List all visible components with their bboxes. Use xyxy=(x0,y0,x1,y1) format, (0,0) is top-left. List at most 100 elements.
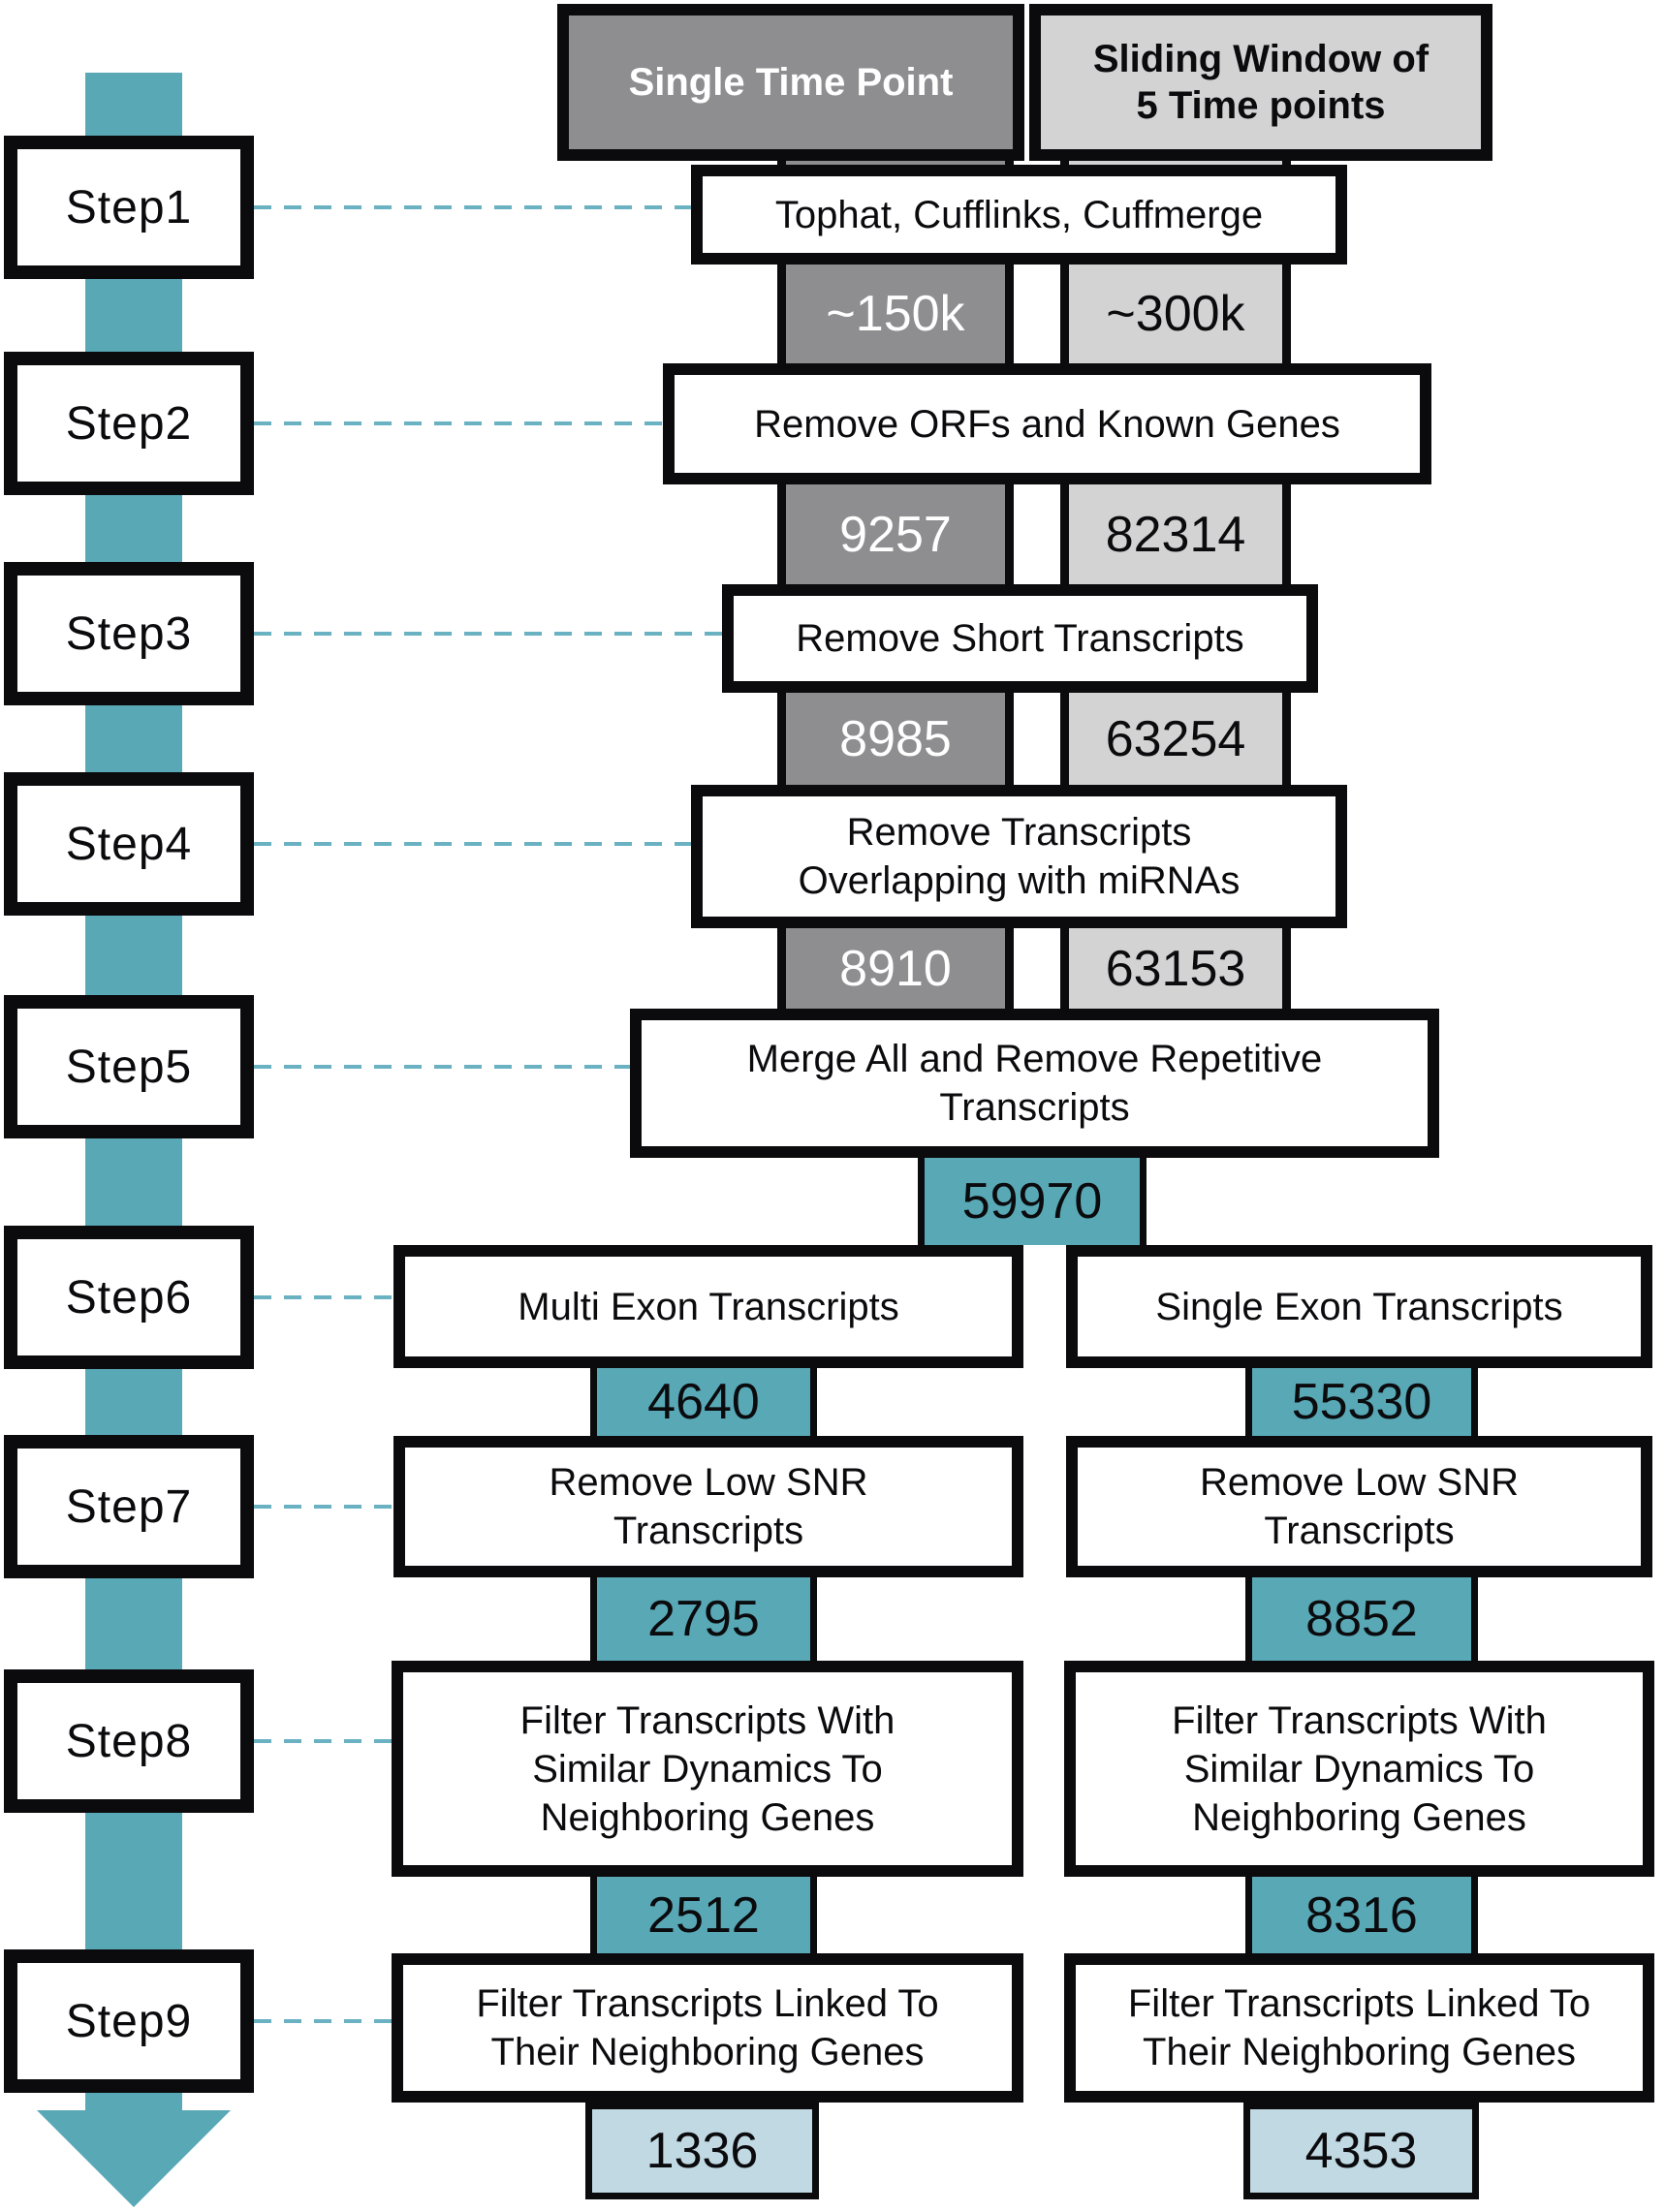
branch-box-multi-similar-dynamics: Filter Transcripts With Similar Dynamics… xyxy=(392,1661,1023,1877)
step-label-text: Step4 xyxy=(65,818,193,870)
count-multi-after-step7: 2795 xyxy=(590,1577,817,1661)
count-value: 8910 xyxy=(839,940,952,997)
step-label-6: Step6 xyxy=(4,1226,254,1369)
header-text: Single Time Point xyxy=(628,61,954,104)
stage-text: Filter Transcripts Linked To xyxy=(476,1982,939,2025)
step-arrow-head-icon xyxy=(37,2110,231,2207)
count-value: 9257 xyxy=(839,506,952,563)
count-single-after-step7: 8852 xyxy=(1245,1577,1478,1661)
count-merged-after-step5: 59970 xyxy=(918,1158,1147,1245)
header-text: 5 Time points xyxy=(1136,84,1386,127)
branch-box-multi-low-snr: Remove Low SNR Transcripts xyxy=(393,1436,1023,1577)
stage-box-remove-orfs-known-genes: Remove ORFs and Known Genes xyxy=(663,363,1431,484)
count-value: 8316 xyxy=(1305,1886,1418,1944)
stage-text: Transcripts xyxy=(939,1086,1130,1129)
count-value: 63153 xyxy=(1105,940,1246,997)
stage-text: Remove Low SNR xyxy=(549,1461,868,1504)
dashed-connector-step6 xyxy=(254,1295,393,1299)
stage-text: Filter Transcripts Linked To xyxy=(1127,1982,1591,2025)
count-value: 2795 xyxy=(647,1591,760,1647)
branch-box-single-linked-genes: Filter Transcripts Linked To Their Neigh… xyxy=(1064,1953,1654,2103)
dashed-connector-step3 xyxy=(254,632,722,636)
stage-text: Similar Dynamics To xyxy=(532,1747,883,1791)
stage-text: Neighboring Genes xyxy=(1192,1795,1526,1839)
count-multi-after-step8: 2512 xyxy=(590,1877,817,1953)
count-single-after-step4: 8910 xyxy=(777,928,1014,1009)
stage-text: Remove ORFs and Known Genes xyxy=(754,402,1340,446)
stage-text: Multi Exon Transcripts xyxy=(518,1285,899,1328)
step-label-text: Step9 xyxy=(65,1995,193,2047)
final-count-multi: 1336 xyxy=(585,2103,819,2199)
stage-text: Remove Short Transcripts xyxy=(796,617,1244,660)
step-label-3: Step3 xyxy=(4,562,254,705)
count-multi-after-step6: 4640 xyxy=(590,1368,817,1436)
dashed-connector-step4 xyxy=(254,842,691,846)
branch-box-multi-exon: Multi Exon Transcripts xyxy=(393,1245,1023,1368)
step-label-5: Step5 xyxy=(4,995,254,1138)
stage-box-remove-mirna-overlap: Remove Transcripts Overlapping with miRN… xyxy=(691,785,1347,928)
count-value: 8852 xyxy=(1305,1591,1418,1647)
count-sliding-after-step4: 63153 xyxy=(1060,928,1291,1009)
branch-box-single-similar-dynamics: Filter Transcripts With Similar Dynamics… xyxy=(1064,1661,1654,1877)
count-single-after-step1: ~150k xyxy=(777,265,1014,363)
count-value: 8985 xyxy=(839,710,952,767)
count-value: 55330 xyxy=(1291,1374,1432,1430)
count-sliding-after-step1: ~300k xyxy=(1060,265,1291,363)
stage-text: Merge All and Remove Repetitive xyxy=(746,1038,1323,1080)
step-label-2: Step2 xyxy=(4,352,254,495)
step-label-text: Step5 xyxy=(65,1041,193,1093)
stage-text: Remove Low SNR xyxy=(1199,1461,1519,1504)
count-value: ~300k xyxy=(1106,286,1245,342)
stage-box-remove-short-transcripts: Remove Short Transcripts xyxy=(722,584,1318,693)
branch-box-single-exon: Single Exon Transcripts xyxy=(1066,1245,1652,1368)
step-label-text: Step7 xyxy=(65,1480,193,1533)
count-sliding-after-step2: 82314 xyxy=(1060,484,1291,584)
step-label-text: Step8 xyxy=(65,1715,193,1767)
stage-text: Neighboring Genes xyxy=(540,1795,875,1839)
stage-text: Tophat, Cufflinks, Cuffmerge xyxy=(774,193,1264,236)
count-value: 82314 xyxy=(1105,506,1246,563)
step-label-text: Step1 xyxy=(65,181,193,234)
dashed-connector-step9 xyxy=(254,2019,394,2023)
count-sliding-after-step3: 63254 xyxy=(1060,693,1291,785)
step-label-1: Step1 xyxy=(4,136,254,279)
step-label-9: Step9 xyxy=(4,1949,254,2093)
step-label-text: Step6 xyxy=(65,1271,193,1324)
header-sliding-window: Sliding Window of 5 Time points xyxy=(1029,4,1492,161)
count-value: 4640 xyxy=(647,1374,760,1430)
stage-box-merge-remove-repetitive: Merge All and Remove Repetitive Transcri… xyxy=(630,1009,1439,1158)
stage-text: Filter Transcripts With xyxy=(519,1698,895,1742)
dashed-connector-step7 xyxy=(254,1505,393,1509)
stage-text: Filter Transcripts With xyxy=(1172,1698,1547,1742)
stage-text: Single Exon Transcripts xyxy=(1155,1285,1563,1328)
stage-text: Similar Dynamics To xyxy=(1183,1747,1535,1791)
stage-text: Overlapping with miRNAs xyxy=(798,859,1241,902)
count-value: 59970 xyxy=(961,1173,1103,1230)
step-label-text: Step2 xyxy=(65,397,193,450)
step-label-7: Step7 xyxy=(4,1435,254,1578)
stage-text: Their Neighboring Genes xyxy=(1143,2031,1576,2073)
final-count-single: 4353 xyxy=(1243,2103,1479,2199)
count-value: 63254 xyxy=(1105,710,1246,767)
count-value: 4353 xyxy=(1304,2123,1418,2179)
count-single-exon-after-step6: 55330 xyxy=(1245,1368,1478,1436)
stage-box-tophat-cufflinks-cuffmerge: Tophat, Cufflinks, Cuffmerge xyxy=(691,165,1347,265)
count-single-after-step8: 8316 xyxy=(1245,1877,1478,1953)
branch-box-single-low-snr: Remove Low SNR Transcripts xyxy=(1066,1436,1652,1577)
count-single-after-step3: 8985 xyxy=(777,693,1014,785)
dashed-connector-step2 xyxy=(254,421,663,425)
dashed-connector-step1 xyxy=(254,205,691,209)
count-value: ~150k xyxy=(826,286,965,342)
header-single-time-point: Single Time Point xyxy=(557,4,1024,161)
stage-text: Transcripts xyxy=(1264,1510,1455,1552)
step-label-8: Step8 xyxy=(4,1669,254,1813)
count-value: 2512 xyxy=(647,1886,760,1944)
header-text: Sliding Window of xyxy=(1092,38,1429,80)
count-value: 1336 xyxy=(645,2123,759,2179)
dashed-connector-step5 xyxy=(254,1065,630,1069)
dashed-connector-step8 xyxy=(254,1739,392,1743)
stage-text: Their Neighboring Genes xyxy=(490,2031,925,2073)
step-label-4: Step4 xyxy=(4,772,254,916)
stage-text: Remove Transcripts xyxy=(846,811,1192,854)
